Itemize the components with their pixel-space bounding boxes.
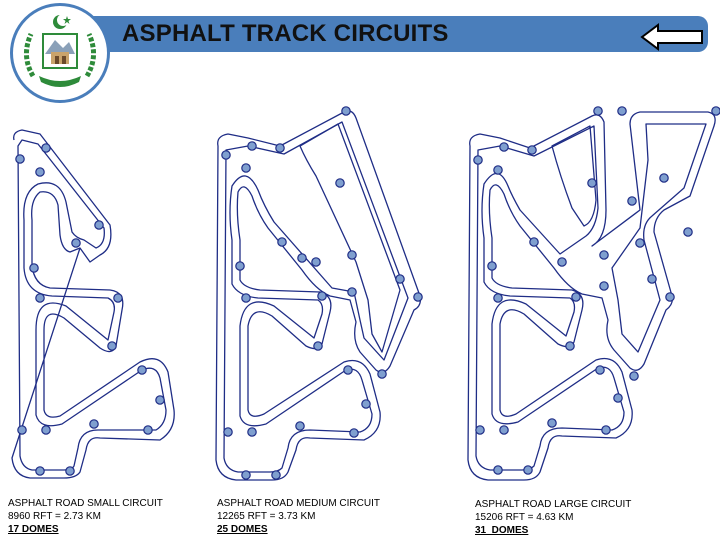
large-circuit-caption: ASPHALT ROAD LARGE CIRCUIT 15206 RFT = 4… [475, 498, 631, 537]
medium-circuit-caption: ASPHALT ROAD MEDIUM CIRCUIT 12265 RFT = … [217, 497, 380, 536]
large-circuit-length: 15206 RFT = 4.63 KM [475, 512, 574, 523]
medium-circuit-length: 12265 RFT = 3.73 KM [217, 511, 316, 522]
large-circuit-track [467, 111, 716, 481]
medium-circuit-domes [221, 106, 423, 480]
small-circuit-domes-count: 17 DOMES [8, 524, 59, 535]
medium-circuit-domes-count: 25 DOMES [217, 524, 268, 535]
title-bar [60, 16, 708, 52]
small-circuit-name: ASPHALT ROAD SMALL CIRCUIT [8, 498, 163, 509]
medium-circuit-name: ASPHALT ROAD MEDIUM CIRCUIT [217, 498, 380, 509]
page-title: ASPHALT TRACK CIRCUITS [122, 20, 449, 47]
small-circuit-length: 8960 RFT = 2.73 KM [8, 511, 101, 522]
left-arrow-icon[interactable] [640, 22, 706, 52]
small-circuit-caption: ASPHALT ROAD SMALL CIRCUIT 8960 RFT = 2.… [8, 497, 163, 536]
medium-circuit-track [215, 110, 422, 481]
small-circuit-track [11, 129, 175, 479]
large-circuit-domes-count: 31 DOMES [475, 525, 529, 536]
large-circuit-name: ASPHALT ROAD LARGE CIRCUIT [475, 499, 632, 510]
emblem-logo [10, 3, 110, 103]
large-circuit-domes [473, 106, 720, 475]
